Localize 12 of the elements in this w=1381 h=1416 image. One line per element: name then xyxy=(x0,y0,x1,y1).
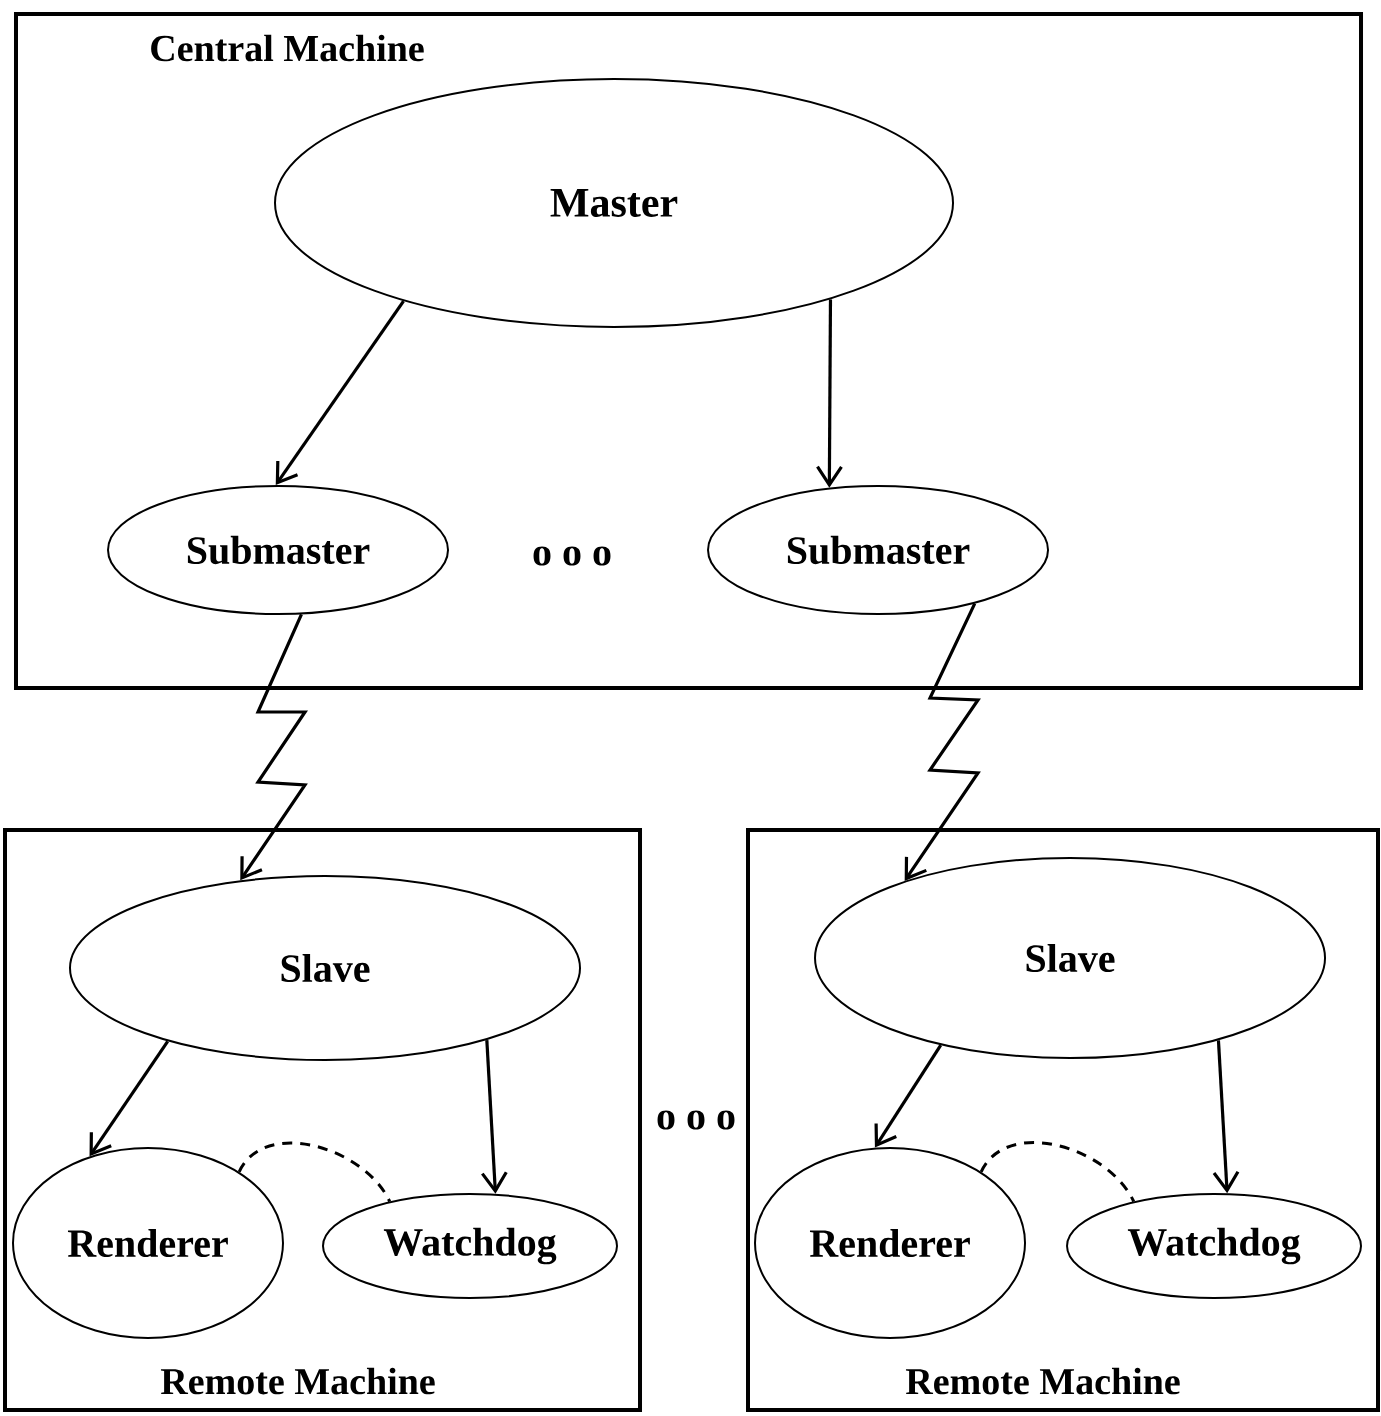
arrow xyxy=(275,300,405,485)
dashed-connector xyxy=(237,1141,391,1203)
ellipsis-label: o o o xyxy=(533,546,611,566)
zigzag-arrow xyxy=(240,613,308,881)
ellipsis-label: o o o xyxy=(657,1110,735,1130)
dashed-connector xyxy=(979,1141,1135,1203)
arrow xyxy=(816,299,843,488)
arrow xyxy=(874,1044,943,1148)
arrow xyxy=(89,1040,169,1157)
arrow xyxy=(481,1039,508,1194)
zigzag-arrow xyxy=(904,602,981,881)
arrow xyxy=(1212,1040,1240,1194)
